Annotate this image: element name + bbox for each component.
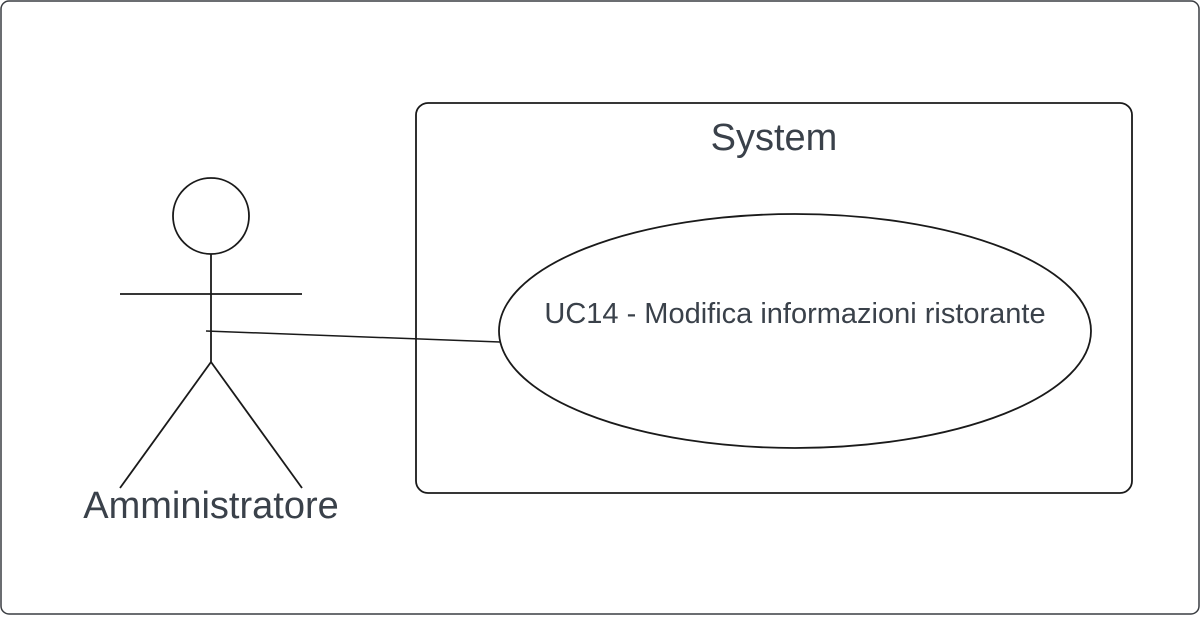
use-case-label: UC14 - Modifica informazioni ristorante <box>544 298 1046 330</box>
system-boundary <box>415 102 1133 494</box>
association-line <box>205 330 501 343</box>
actor-left-leg <box>119 361 212 489</box>
use-case-ellipse[interactable] <box>498 213 1092 449</box>
actor-right-leg <box>210 361 303 489</box>
stick-figure-icon[interactable] <box>119 177 303 489</box>
actor-label: Amministratore <box>83 485 339 527</box>
system-title: System <box>710 117 838 159</box>
